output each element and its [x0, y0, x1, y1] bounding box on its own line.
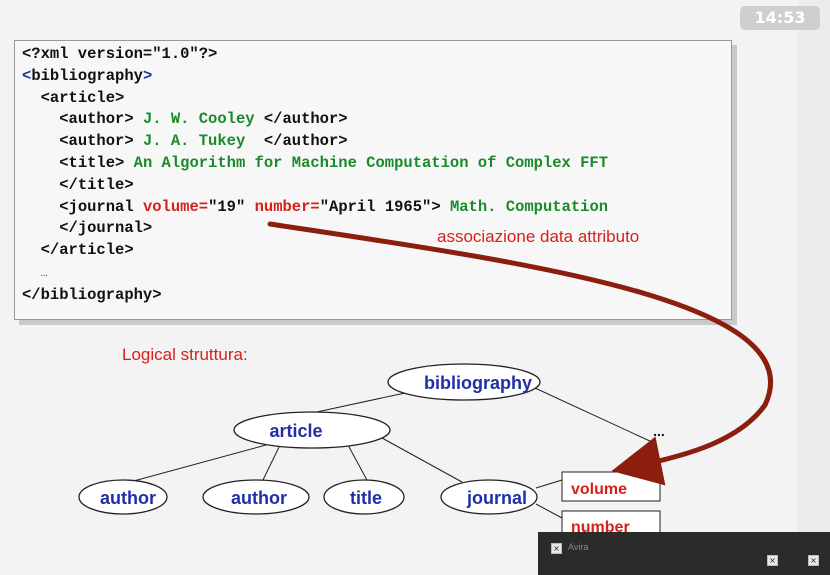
notification-close-all-icon[interactable]: ×	[808, 555, 819, 566]
journal-open-end: >	[431, 197, 441, 216]
author2-open-tag: <author>	[59, 132, 134, 151]
node-author-a-label: author	[100, 488, 156, 508]
node-author-a	[78, 479, 168, 515]
attr-number-value: "April 1965"	[319, 197, 432, 216]
tree-heading: Logical struttura:	[122, 345, 248, 364]
attr-number-name: number=	[254, 197, 320, 216]
edge-article-title	[347, 444, 369, 483]
article-close-tag: </article>	[40, 241, 134, 260]
attr-volume-name: volume=	[142, 197, 209, 216]
title-close-tag: </title>	[59, 175, 134, 194]
right-sidebar-strip	[798, 0, 830, 575]
bibliography-close-tag: </bibliography>	[22, 285, 162, 304]
title-text: An Algorithm for Machine Computation of …	[124, 153, 609, 172]
attr-volume-value: "19"	[208, 197, 246, 216]
edge-journal-volume	[535, 479, 563, 489]
clock-badge: 14:53	[740, 6, 820, 30]
article-open-tag: <article>	[40, 88, 125, 107]
title-open-tag: <title>	[59, 153, 125, 172]
code-ellipsis: …	[40, 265, 48, 280]
xml-code: <?xml version="1.0"?> <bibliography> <ar…	[22, 44, 608, 307]
xml-declaration: <?xml version="1.0"?>	[22, 45, 218, 63]
journal-text: Math. Computation	[440, 197, 609, 216]
attr-box-volume-label: volume	[571, 481, 627, 498]
node-author-b-label: author	[231, 488, 287, 508]
notification-toast: × Avira × ×	[538, 532, 830, 575]
edge-journal-number	[535, 503, 563, 519]
node-bibliography	[387, 363, 541, 401]
node-journal-label: journal	[466, 488, 527, 508]
author1-text: J. W. Cooley	[133, 110, 264, 129]
journal-close-tag: </journal>	[59, 219, 153, 238]
author2-close-tag: </author>	[263, 132, 348, 151]
journal-open-tag: <journal	[59, 197, 143, 216]
notification-title: Avira	[568, 542, 589, 552]
node-article-label: article	[269, 421, 322, 441]
bibliography-open-gt: >	[142, 66, 153, 85]
node-journal	[440, 479, 538, 515]
author2-text: J. A. Tukey	[133, 132, 264, 151]
node-article	[233, 411, 391, 449]
node-author-b	[202, 479, 310, 515]
edge-article-journal	[381, 437, 463, 483]
edge-root-article	[311, 392, 406, 414]
xml-code-panel	[14, 40, 732, 320]
edge-root-more	[534, 387, 653, 443]
attribute-annotation: associazione data attributo	[437, 227, 640, 246]
bibliography-open-lt: <	[22, 66, 32, 85]
node-title	[323, 479, 405, 515]
author1-close-tag: </author>	[263, 110, 348, 129]
attr-box-number-label: number	[571, 519, 630, 536]
node-bibliography-label: bibliography	[424, 373, 532, 393]
notification-dismiss-icon[interactable]: ×	[767, 555, 778, 566]
author1-open-tag: <author>	[59, 110, 134, 129]
node-more: ...	[653, 423, 665, 439]
association-arrow	[267, 221, 774, 486]
edge-article-author-a	[129, 444, 267, 483]
node-title-label: title	[350, 488, 382, 508]
bibliography-open-name: bibliography	[31, 66, 143, 85]
notification-close-icon[interactable]: ×	[551, 543, 562, 554]
edge-article-author-b	[261, 444, 281, 483]
